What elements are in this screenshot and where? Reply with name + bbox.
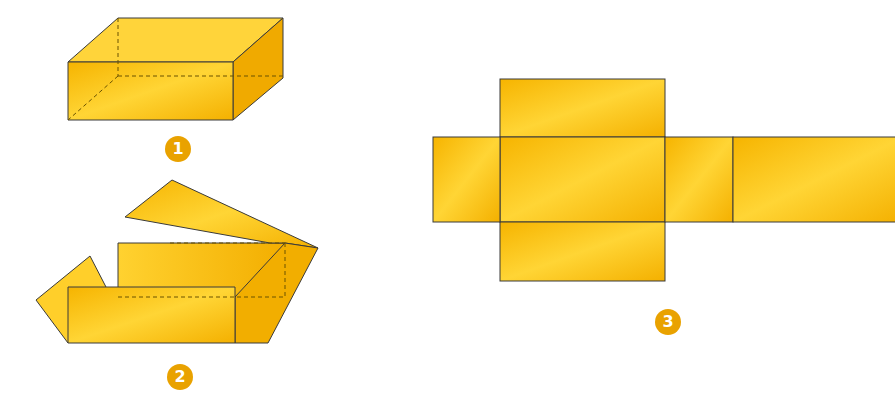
net-face <box>500 222 665 281</box>
hidden-edge <box>68 76 118 120</box>
hidden-edge <box>285 243 286 297</box>
hidden-edge <box>118 297 285 298</box>
net-face <box>665 137 733 222</box>
front-panel <box>68 287 235 343</box>
box-net <box>433 79 895 281</box>
cuboid <box>68 18 283 120</box>
fold-edge <box>170 243 285 244</box>
net-face <box>500 137 665 222</box>
hidden-edge <box>118 76 283 77</box>
unfolding-box <box>36 180 318 343</box>
hidden-edges <box>68 18 283 120</box>
callout-number: 3 <box>655 309 681 335</box>
callout-number: 1 <box>165 136 191 162</box>
cuboid-front <box>68 62 233 120</box>
cuboid-side <box>233 18 283 120</box>
net-face <box>500 79 665 137</box>
callout-number: 2 <box>167 364 193 390</box>
right-flap <box>235 243 318 343</box>
hidden-edges <box>118 243 285 297</box>
lid-panel <box>125 180 318 248</box>
net-face <box>733 137 895 222</box>
hidden-edge <box>118 18 119 76</box>
net-face <box>433 137 500 222</box>
